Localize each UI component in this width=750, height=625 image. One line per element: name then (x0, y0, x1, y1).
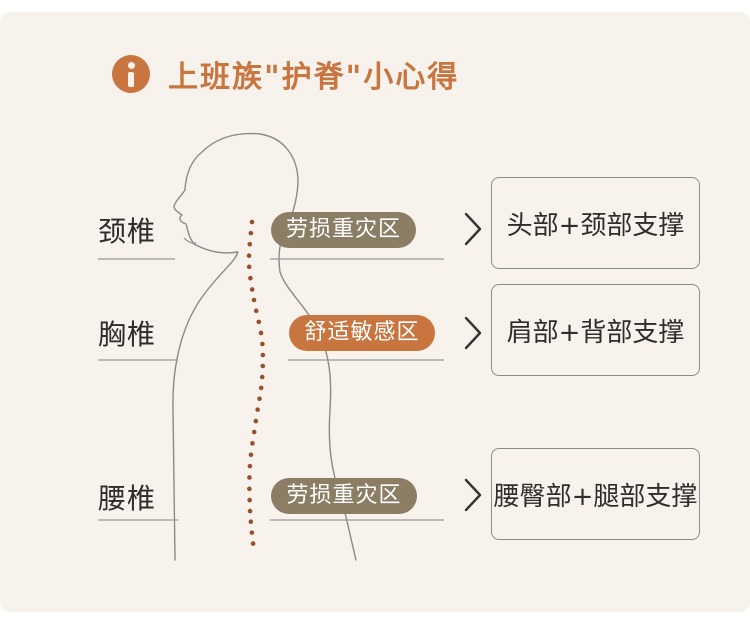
spine-dot (249, 219, 255, 225)
spine-dot (250, 541, 256, 546)
spine-dot (251, 297, 257, 303)
tag-comfort-zone: 舒适敏感区 (289, 315, 435, 351)
spine-dot (248, 230, 254, 236)
region-label-thoracic: 胸椎 (98, 318, 157, 351)
spine-dot (258, 330, 264, 336)
spine-dot (248, 519, 254, 524)
spine-dot (249, 287, 255, 292)
spine-dot (248, 275, 253, 281)
spine-dot (259, 374, 265, 380)
chevron-right-icon (464, 478, 482, 512)
spine-dotted-line (246, 219, 266, 546)
tag-strain-zone: 劳损重灾区 (271, 212, 416, 248)
spine-dot (246, 264, 252, 270)
spine-dot (247, 475, 252, 480)
spine-dot (260, 352, 266, 358)
spine-dot (260, 341, 265, 347)
spine-dot (256, 319, 262, 325)
region-label-lumbar: 腰椎 (98, 482, 157, 515)
spine-dot (255, 407, 260, 412)
spine-dot (247, 497, 252, 503)
info-icon (112, 55, 150, 93)
spine-dot (250, 441, 255, 446)
header: 上班族"护脊"小心得 (112, 52, 459, 96)
spine-dot (258, 385, 264, 391)
spine-dot (247, 486, 252, 492)
spine-dot (248, 452, 254, 458)
spine-dot (251, 429, 257, 435)
page-title: 上班族"护脊"小心得 (168, 60, 460, 95)
spine-dot (253, 418, 259, 424)
spine-dot (247, 463, 253, 469)
spine-dot (246, 253, 252, 259)
spine-dot (260, 363, 266, 369)
chevron-right-icon (464, 212, 482, 246)
region-label-cervical: 颈椎 (98, 215, 157, 248)
tag-strain-zone: 劳损重灾区 (271, 478, 417, 514)
spine-dot (257, 396, 262, 402)
support-box-hip-leg: 腰臀部+腿部支撑 (491, 448, 700, 540)
chevron-right-icon (464, 316, 482, 350)
support-box-head-neck: 头部+颈部支撑 (491, 177, 700, 269)
spine-dot (247, 241, 253, 247)
spine-dot (247, 508, 253, 514)
spine-dot (249, 530, 255, 535)
support-box-shoulder-back: 肩部+背部支撑 (491, 284, 700, 376)
spine-dot (253, 308, 259, 314)
